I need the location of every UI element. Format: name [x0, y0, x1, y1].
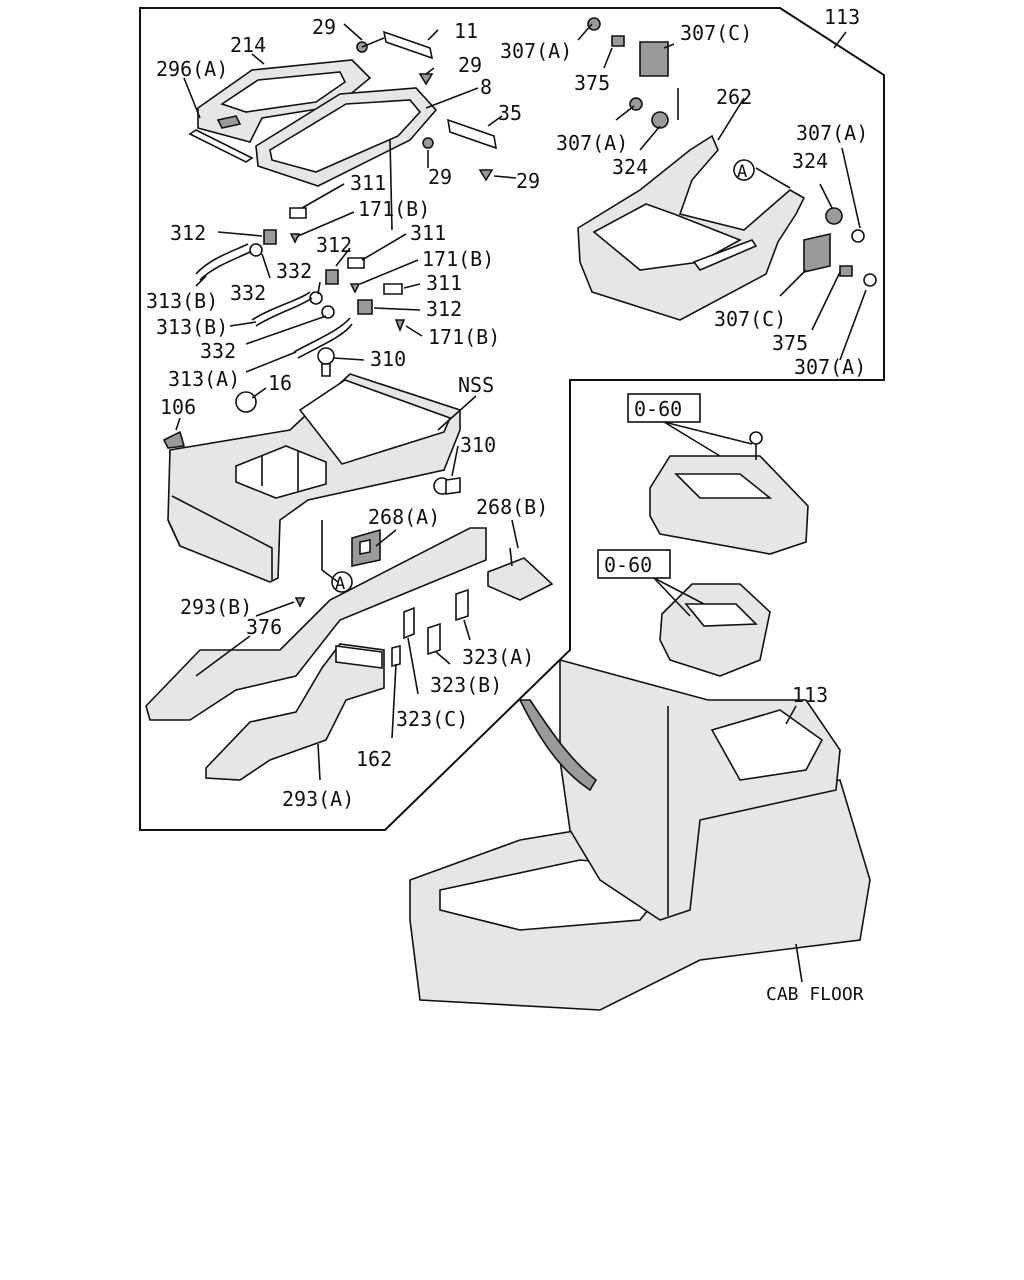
o60-box-top — [627, 393, 701, 423]
callout-a-upper: A — [733, 159, 755, 182]
label-323b: 323(B) — [430, 673, 502, 697]
label-35: 35 — [498, 101, 522, 125]
label-307a-4: 307(A) — [794, 355, 866, 379]
callout-a-lower-text: A — [335, 574, 345, 594]
storage-tray-262 — [577, 17, 877, 321]
label-113-bottom: 113 — [792, 683, 828, 707]
label-307a-3: 307(A) — [796, 121, 868, 145]
label-8: 8 — [480, 75, 492, 99]
console-113 — [518, 658, 841, 921]
label-323a: 323(A) — [462, 645, 534, 669]
label-296a: 296(A) — [156, 57, 228, 81]
inset-cover-upper — [649, 431, 809, 555]
label-375-bot: 375 — [772, 331, 808, 355]
label-262: 262 — [716, 85, 752, 109]
label-293a: 293(A) — [282, 787, 354, 811]
label-268a: 268(A) — [368, 505, 440, 529]
label-310-a: 310 — [370, 347, 406, 371]
duct-293b — [145, 527, 487, 721]
label-313a: 313(A) — [168, 367, 240, 391]
label-375-top: 375 — [574, 71, 610, 95]
label-307c-top: 307(C) — [680, 21, 752, 45]
label-o60-top: 0-60 — [634, 397, 682, 421]
label-29-b: 29 — [458, 53, 482, 77]
label-171b-a: 171(B) — [358, 197, 430, 221]
label-312-a: 312 — [170, 221, 206, 245]
inset-cover-lower — [659, 583, 771, 677]
label-313b-b: 313(B) — [156, 315, 228, 339]
label-268b: 268(B) — [476, 495, 548, 519]
part-268b — [487, 547, 554, 601]
label-311-c: 311 — [426, 271, 462, 295]
clip-group-323 — [294, 588, 469, 668]
label-324-b: 324 — [612, 155, 648, 179]
duct-293a — [205, 643, 385, 781]
label-cab-floor: CAB FLOOR — [766, 984, 864, 1005]
label-307c-bot: 307(C) — [714, 307, 786, 331]
label-106: 106 — [160, 395, 196, 419]
label-324-a: 324 — [792, 149, 828, 173]
label-307a-1: 307(A) — [500, 39, 572, 63]
console-cover-assembly — [188, 59, 438, 187]
label-214: 214 — [230, 33, 266, 57]
label-171b-c: 171(B) — [428, 325, 500, 349]
label-o60-bottom: 0-60 — [604, 553, 652, 577]
label-323c: 323(C) — [396, 707, 468, 731]
label-332-c: 332 — [200, 339, 236, 363]
label-313b-a: 313(B) — [146, 289, 218, 313]
label-29-d: 29 — [516, 169, 540, 193]
callout-a-lower: A — [331, 571, 353, 594]
label-311-a: 311 — [350, 171, 386, 195]
label-nss: NSS — [458, 373, 494, 397]
bracket-35 — [422, 118, 498, 182]
fastener-group — [195, 207, 406, 377]
part-268a — [351, 528, 381, 567]
leader-lines — [175, 23, 867, 983]
label-312-b: 312 — [316, 233, 352, 257]
label-307a-2: 307(A) — [556, 131, 628, 155]
label-311-b: 311 — [410, 221, 446, 245]
o60-box-bottom — [597, 549, 671, 579]
label-332-a: 332 — [276, 259, 312, 283]
label-29-a: 29 — [312, 15, 336, 39]
label-312-c: 312 — [426, 297, 462, 321]
label-162: 162 — [356, 747, 392, 771]
label-332-b: 332 — [230, 281, 266, 305]
main-console-body — [162, 373, 461, 583]
label-16: 16 — [268, 371, 292, 395]
label-29-c: 29 — [428, 165, 452, 189]
label-293b: 293(B) — [180, 595, 252, 619]
part-labels: 113 29 11 214 296(A) 29 8 35 29 29 311 1… — [146, 5, 868, 1005]
label-113-top: 113 — [824, 5, 860, 29]
bracket-11 — [356, 30, 434, 86]
callout-a-upper-text: A — [737, 162, 747, 182]
label-171b-b: 171(B) — [422, 247, 494, 271]
label-11: 11 — [454, 19, 478, 43]
label-310-b: 310 — [460, 433, 496, 457]
label-376: 376 — [246, 615, 282, 639]
